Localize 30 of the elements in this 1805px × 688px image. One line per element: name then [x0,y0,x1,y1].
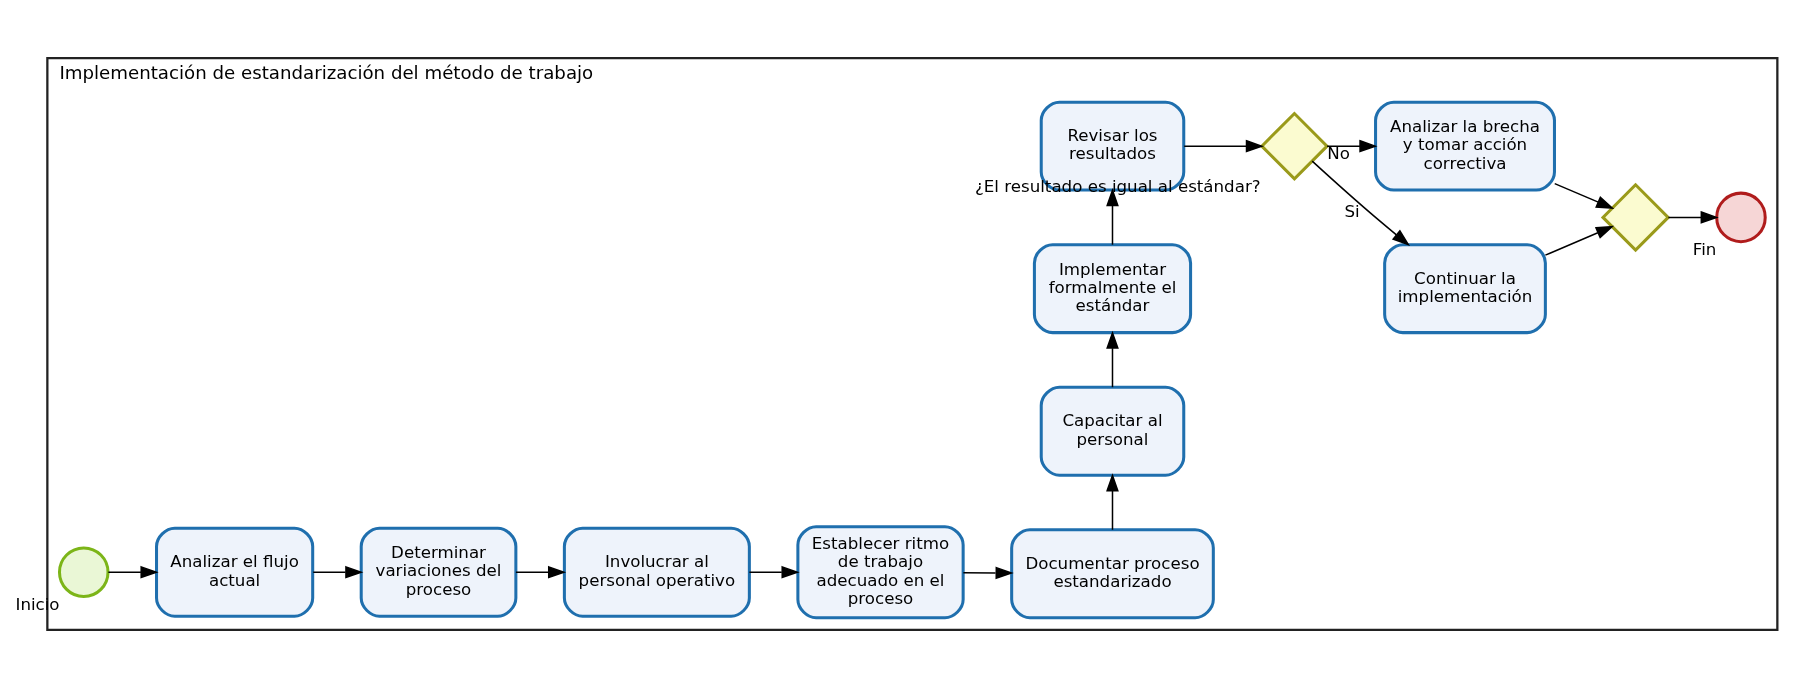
arrow [1183,139,1264,153]
edge-label: No [1327,144,1350,164]
arrow [107,565,159,579]
arrow [1311,160,1411,247]
arrow [1106,473,1119,531]
node-diamond [1259,111,1330,181]
node-box: Determinar variaciones del proceso [359,526,518,618]
arrow [748,565,800,579]
arrow [1553,182,1615,210]
arrow [1326,139,1378,153]
node-box: Capacitar al personal [1039,385,1186,477]
edge-label: Si [1344,201,1360,221]
arrow [515,565,567,579]
node-circle [57,546,110,598]
arrow [1106,330,1119,388]
node-diamond [1600,182,1671,253]
node-box: Implementar formalmente el estándar [1032,243,1193,335]
node-box: Analizar la brecha y tomar acción correctiva [1374,100,1556,192]
node-box: Continuar la implementación [1383,243,1547,335]
arrow [962,566,1014,580]
node-box: Establecer ritmo de trabajo adecuado en el proceso [796,525,965,620]
arrow [1544,225,1615,256]
node-label: Fin [1692,240,1717,259]
arrow [312,565,364,579]
arrow [1106,188,1119,246]
node-box: Involucrar al personal operativo [562,526,751,618]
node-box: Analizar el flujo actual [155,526,315,618]
node-box: Documentar proceso estandarizado [1010,528,1215,620]
node-circle [1715,191,1767,244]
arrow [1667,211,1719,224]
